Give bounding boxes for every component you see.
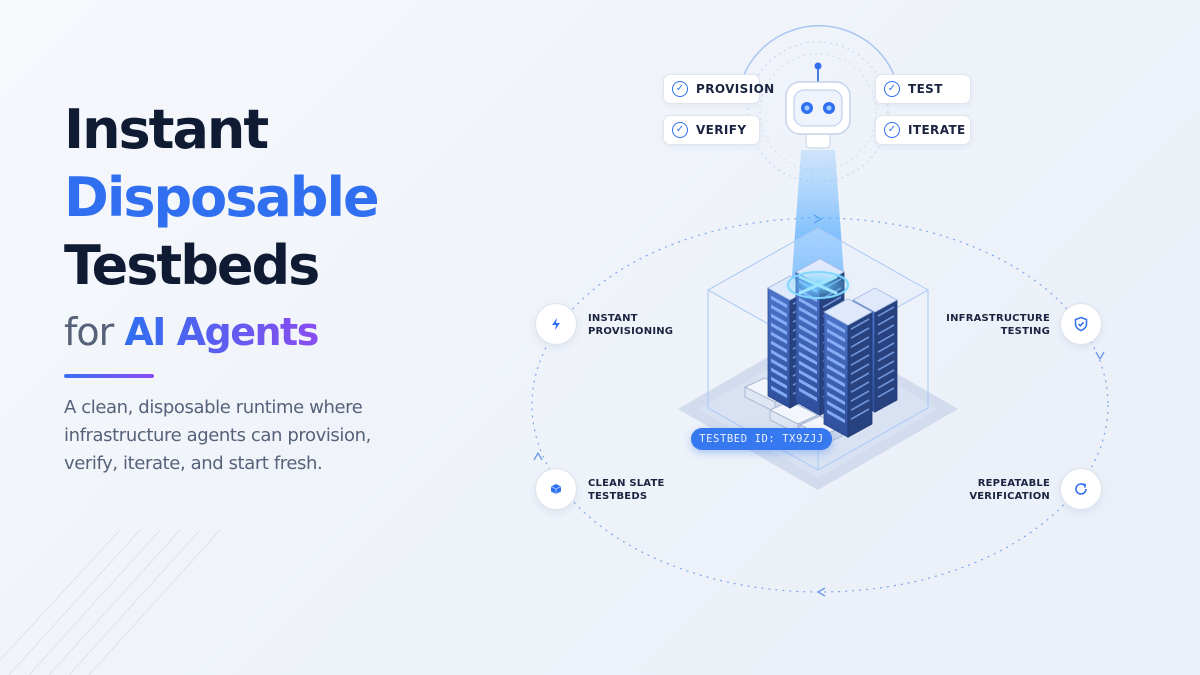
- check-icon: ✓: [672, 122, 688, 138]
- feature-node-verification: [1060, 468, 1102, 510]
- feature-node-testing: [1060, 303, 1102, 345]
- headline-disposable: Disposable: [64, 166, 380, 229]
- action-label: TEST: [908, 82, 943, 96]
- light-beam: [791, 150, 845, 290]
- orbit-arrow: [816, 587, 826, 597]
- robot-icon: [785, 62, 851, 149]
- feature-label-testing: INFRASTRUCTURE TESTING: [946, 313, 1050, 337]
- hero-text: Instant Disposable Testbeds for AI Agent…: [64, 96, 484, 478]
- check-icon: ✓: [672, 81, 688, 97]
- action-label: ITERATE: [908, 123, 966, 137]
- cube-icon: [550, 484, 562, 494]
- feature-node-clean-slate: [535, 468, 577, 510]
- headline-subtitle: for AI Agents: [64, 302, 484, 362]
- headline-testbeds: Testbeds: [64, 234, 320, 297]
- check-icon: ✓: [884, 122, 900, 138]
- feature-label-provisioning: INSTANT PROVISIONING: [588, 313, 674, 337]
- action-provision: ✓ PROVISION: [663, 74, 774, 104]
- shield-check-icon: [1074, 316, 1088, 332]
- target-ring: [787, 271, 849, 299]
- action-iterate: ✓ ITERATE: [875, 115, 971, 145]
- feature-node-provisioning: [535, 303, 577, 345]
- feature-label-clean-slate: CLEAN SLATE TESTBEDS: [588, 478, 665, 502]
- feature-label-verification: REPEATABLE VERIFICATION: [969, 478, 1050, 502]
- action-label: VERIFY: [696, 123, 747, 137]
- hero-description: A clean, disposable runtime where infras…: [64, 397, 371, 474]
- headline-ai-agents: AI Agents: [124, 310, 319, 354]
- headline-underline: [64, 374, 154, 378]
- action-verify: ✓ VERIFY: [663, 115, 760, 145]
- lightning-icon: [552, 318, 560, 330]
- refresh-icon: [1075, 483, 1087, 495]
- headline-instant: Instant: [64, 98, 269, 161]
- decorative-diagonal-lines: [0, 529, 221, 675]
- testbed-id-badge: TESTBED ID: TX9ZJJ: [691, 428, 832, 450]
- orbit-ring: [531, 217, 1109, 593]
- action-label: PROVISION: [696, 82, 775, 96]
- action-test: ✓ TEST: [875, 74, 971, 104]
- headline-for: for: [64, 310, 114, 354]
- testbed-id-text: TESTBED ID: TX9ZJJ: [699, 433, 824, 445]
- check-icon: ✓: [884, 81, 900, 97]
- orbit-arrow: [1095, 351, 1105, 361]
- server-rack: [823, 298, 873, 438]
- orbit-arrow: [533, 451, 543, 461]
